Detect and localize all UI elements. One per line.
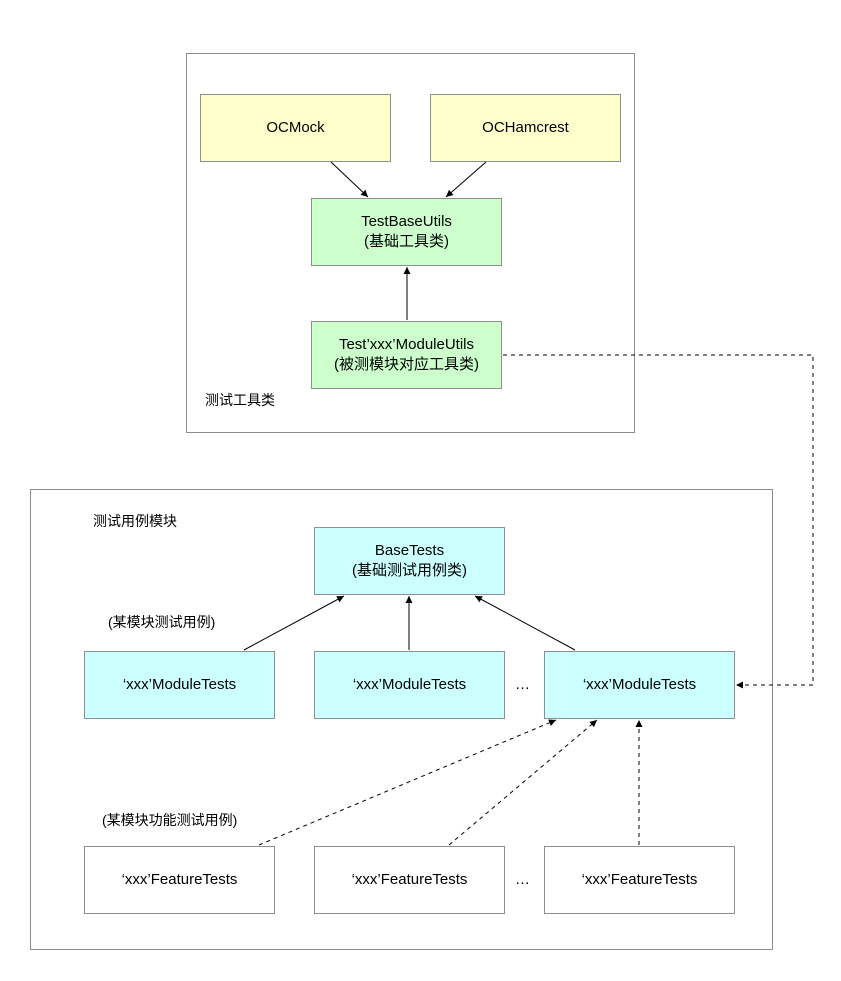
ochamcrest-label: OCHamcrest <box>482 119 569 136</box>
feature-tests-node: ‘xxx’FeatureTests <box>544 846 735 914</box>
feature-tests-caption: (某模块功能测试用例) <box>102 812 238 828</box>
module-tests-label: ‘xxx’ModuleTests <box>122 676 237 693</box>
ocmock-label: OCMock <box>266 119 325 136</box>
module-tests-node: ‘xxx’ModuleTests <box>84 651 275 719</box>
testbaseutils-node: TestBaseUtils (基础工具类) <box>311 198 502 266</box>
module-tests-ellipsis: … <box>515 676 530 693</box>
feature-tests-node: ‘xxx’FeatureTests <box>84 846 275 914</box>
feature-tests-label: ‘xxx’FeatureTests <box>581 871 698 888</box>
ochamcrest-node: OCHamcrest <box>430 94 621 162</box>
feature-tests-label: ‘xxx’FeatureTests <box>351 871 468 888</box>
basetests-subtitle: (基础测试用例类) <box>352 562 467 579</box>
testbaseutils-title: TestBaseUtils <box>361 213 452 230</box>
module-tests-node: ‘xxx’ModuleTests <box>314 651 505 719</box>
moduleutils-title: Test’xxx’ModuleUtils <box>338 336 475 353</box>
module-tests-node: ‘xxx’ModuleTests <box>544 651 735 719</box>
feature-tests-node: ‘xxx’FeatureTests <box>314 846 505 914</box>
module-tests-caption: (某模块测试用例) <box>108 614 216 630</box>
basetests-node: BaseTests (基础测试用例类) <box>314 527 505 595</box>
feature-tests-label: ‘xxx’FeatureTests <box>121 871 238 888</box>
tool-group-caption: 测试工具类 <box>205 392 275 408</box>
module-tests-label: ‘xxx’ModuleTests <box>352 676 467 693</box>
moduleutils-node: Test’xxx’ModuleUtils (被测模块对应工具类) <box>311 321 502 389</box>
feature-tests-ellipsis: … <box>515 871 530 888</box>
ocmock-node: OCMock <box>200 94 391 162</box>
moduleutils-subtitle: (被测模块对应工具类) <box>334 356 479 373</box>
module-tests-label: ‘xxx’ModuleTests <box>582 676 697 693</box>
testbaseutils-subtitle: (基础工具类) <box>364 233 449 250</box>
test-group-caption: 测试用例模块 <box>93 513 177 529</box>
basetests-title: BaseTests <box>374 542 445 559</box>
